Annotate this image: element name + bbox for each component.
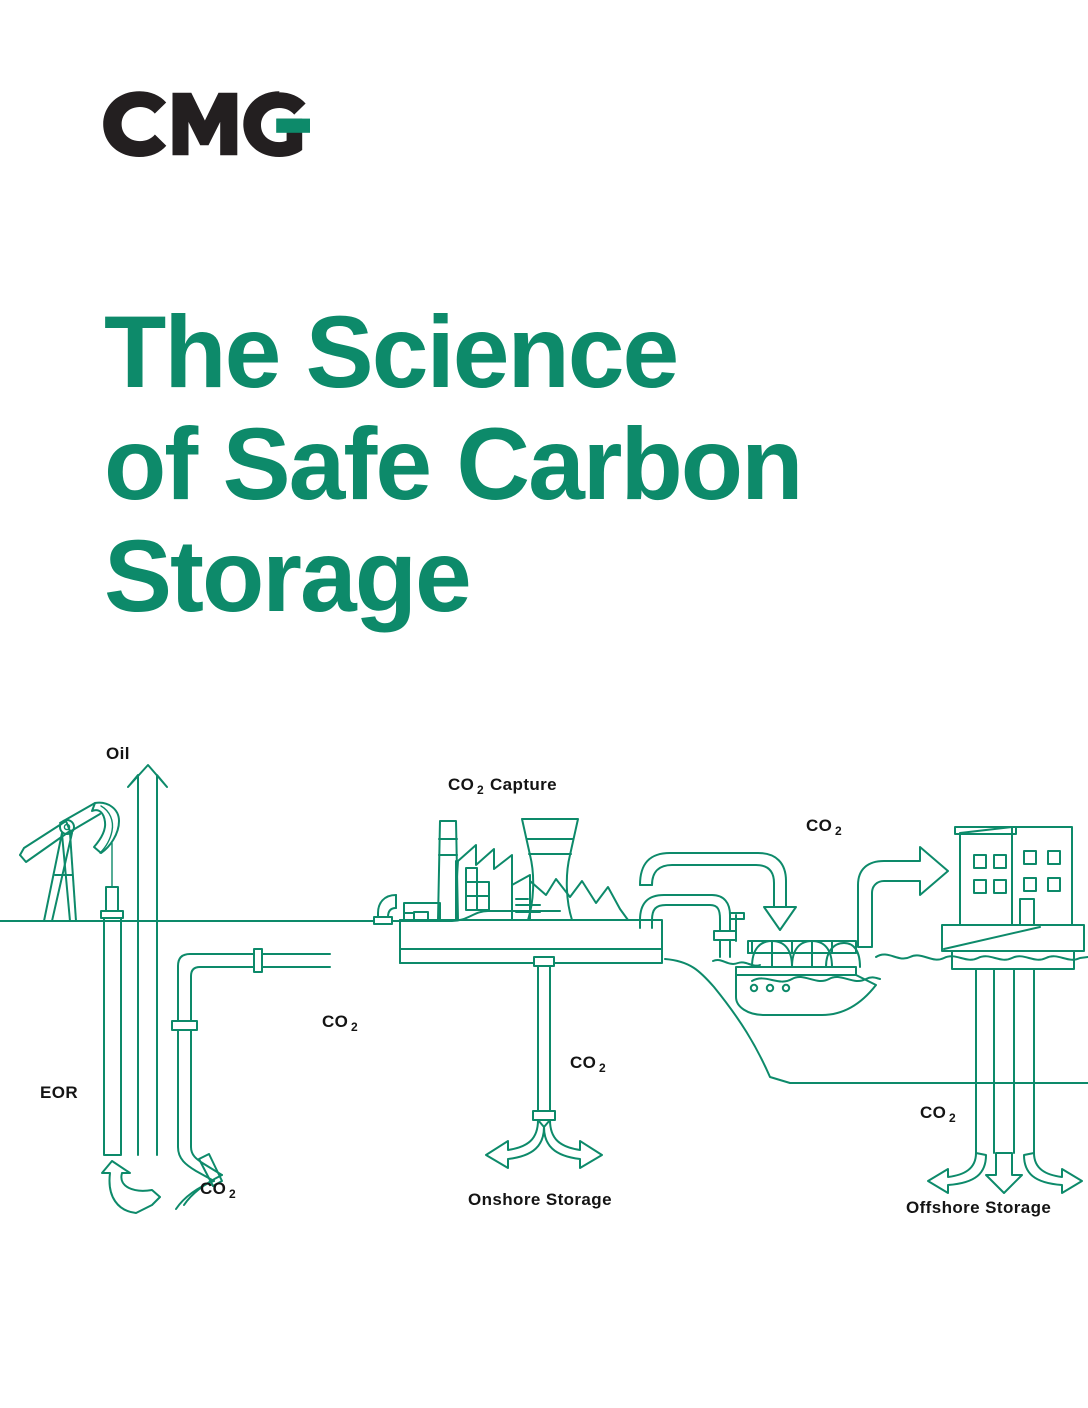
- co2-pipeline: [171, 948, 331, 1210]
- offshore-platform-legs: [975, 968, 1035, 1084]
- label-offshore-storage: Offshore Storage: [906, 1198, 1051, 1217]
- svg-text:CO: CO: [200, 1179, 226, 1198]
- offshore-platform: [941, 826, 1085, 970]
- plant-hall: [511, 874, 629, 921]
- label-oil: Oil: [106, 744, 130, 763]
- ccs-diagram-svg: Oil EOR CO 2 Capture CO 2 CO 2 CO 2 CO 2…: [0, 744, 1088, 1217]
- svg-text:Capture: Capture: [490, 775, 557, 794]
- plant-intake-pipe: [373, 894, 397, 925]
- label-co2-offshore: CO 2: [920, 1103, 956, 1125]
- svg-text:2: 2: [477, 783, 484, 797]
- logo-accent-bar: [276, 118, 312, 133]
- logo-letter-g: [243, 91, 306, 157]
- svg-text:2: 2: [599, 1061, 606, 1075]
- label-eor: EOR: [40, 1083, 78, 1102]
- label-onshore-storage: Onshore Storage: [468, 1190, 612, 1209]
- pumpjack-icon: [19, 801, 124, 922]
- cmg-logo-svg: [103, 91, 312, 157]
- co2-transfer-arrow: [857, 846, 949, 948]
- page-title: The Science of Safe Carbon Storage: [104, 295, 803, 633]
- svg-text:2: 2: [949, 1111, 956, 1125]
- co2-carrier-ship: [729, 912, 877, 1016]
- svg-text:CO: CO: [806, 816, 832, 835]
- seabed-slope: [664, 958, 1088, 1084]
- label-co2-onshore: CO 2: [570, 1053, 606, 1075]
- factory-building: [455, 844, 513, 921]
- label-co2-eor: CO 2: [200, 1179, 236, 1201]
- onshore-injection-well: [485, 956, 603, 1169]
- oil-arrow-up: [127, 764, 168, 1156]
- svg-text:CO: CO: [322, 1012, 348, 1031]
- offshore-injection-well: [927, 1082, 1083, 1194]
- industrial-plant: [373, 818, 663, 964]
- ship-feed-pipes: [639, 852, 797, 958]
- svg-text:2: 2: [229, 1187, 236, 1201]
- label-co2-ship: CO 2: [806, 816, 842, 838]
- svg-text:CO: CO: [448, 775, 474, 794]
- sea-surface-waves: [712, 953, 1088, 983]
- eor-co2-return-arrow: [101, 1160, 161, 1214]
- label-co2-pipeline: CO 2: [322, 1012, 358, 1034]
- logo-letter-m: [172, 92, 238, 156]
- cmg-logo: [100, 88, 312, 160]
- oil-well: [103, 917, 122, 1156]
- svg-text:CO: CO: [920, 1103, 946, 1122]
- plant-annex: [403, 902, 441, 921]
- svg-text:CO: CO: [570, 1053, 596, 1072]
- label-co2-capture: CO 2 Capture: [448, 775, 557, 797]
- svg-text:2: 2: [835, 824, 842, 838]
- logo-letter-c: [103, 91, 167, 157]
- svg-text:2: 2: [351, 1020, 358, 1034]
- ccs-diagram: Oil EOR CO 2 Capture CO 2 CO 2 CO 2 CO 2…: [0, 735, 1088, 1255]
